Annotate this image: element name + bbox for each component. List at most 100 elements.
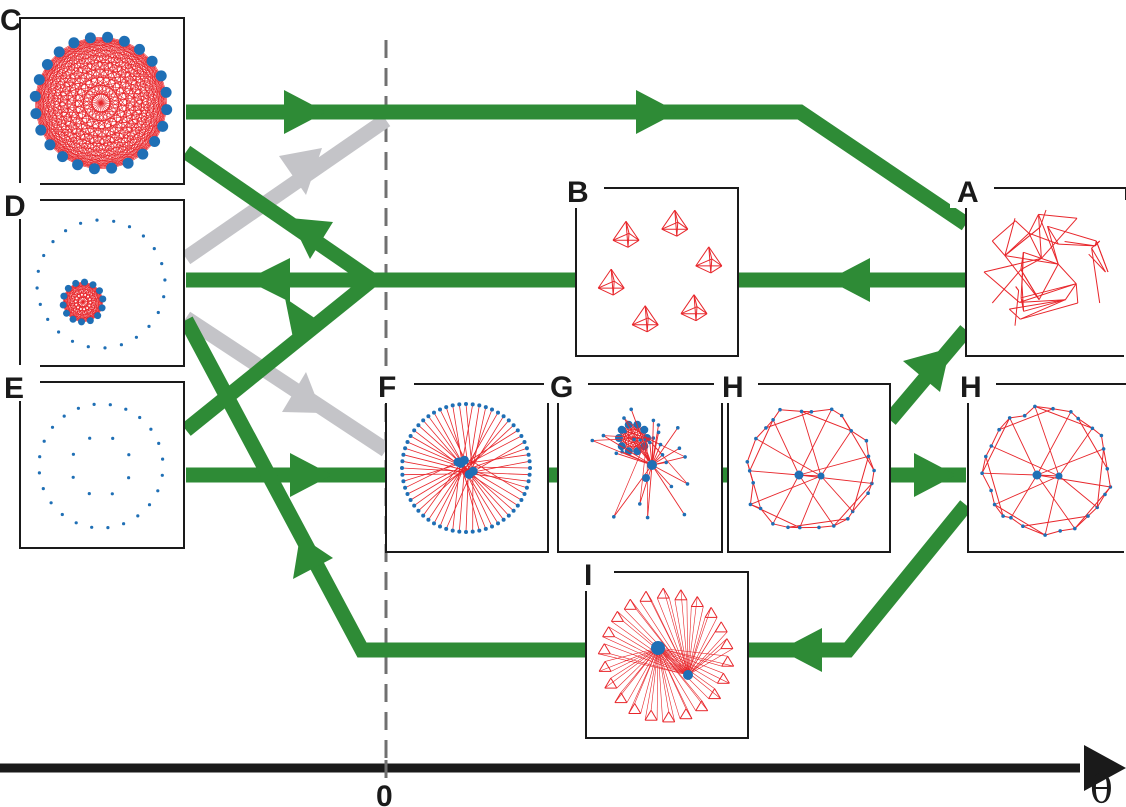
graph-node <box>745 460 750 464</box>
graph-edge <box>428 469 463 521</box>
graph-edge <box>49 41 125 145</box>
graph-node <box>41 59 53 70</box>
graph-node <box>477 528 482 533</box>
graph-node <box>683 455 687 459</box>
graph-edge <box>592 437 648 441</box>
graph-edge <box>646 437 661 445</box>
graph-node <box>468 466 478 476</box>
graph-edge <box>687 631 728 676</box>
zero-label: 0 <box>376 780 393 807</box>
graph-node <box>51 240 55 244</box>
graph-edge <box>994 475 1060 506</box>
graph-node <box>157 441 161 445</box>
graph-node <box>1043 533 1047 537</box>
graph-edge <box>592 440 653 466</box>
graph-edge <box>657 647 681 719</box>
graph-node <box>1105 467 1110 471</box>
graph-edge <box>657 597 689 676</box>
graph-edge <box>798 474 872 484</box>
graph-edge <box>711 258 723 267</box>
graph-node <box>511 423 516 428</box>
graph-edge <box>602 626 610 637</box>
graph-edge <box>49 92 167 146</box>
graph-node <box>866 454 871 459</box>
graph-node <box>829 407 834 412</box>
graph-edge <box>94 75 162 169</box>
graph-edge <box>81 290 100 323</box>
graph-edge <box>772 419 800 476</box>
graph-node <box>648 440 652 445</box>
graph-edge <box>687 606 692 676</box>
graph-edge <box>35 49 140 114</box>
graph-edge <box>107 37 167 93</box>
graph-edge <box>1004 226 1041 256</box>
graph-edge <box>35 49 140 97</box>
graph-node <box>522 440 527 444</box>
graph-edge <box>674 209 689 230</box>
graph-node <box>656 430 661 435</box>
graph-edge <box>63 304 98 316</box>
graph-node <box>786 525 790 530</box>
graph-edge <box>636 609 689 676</box>
graph-edge <box>1028 232 1059 245</box>
graph-edge <box>983 257 1042 273</box>
graph-edge <box>831 408 842 416</box>
graph-edge <box>798 409 833 476</box>
graph-node <box>997 427 1001 432</box>
graph-edge <box>124 41 167 93</box>
graph-edge <box>982 472 1038 476</box>
graph-edge <box>676 228 689 237</box>
graph-edge <box>407 465 465 495</box>
graph-edge <box>89 298 104 321</box>
graph-edge <box>469 405 480 463</box>
graph-edge <box>66 307 103 314</box>
graph-edge <box>445 406 465 463</box>
graph-node <box>36 269 40 273</box>
graph-edge <box>47 64 51 145</box>
graph-edge <box>868 456 875 471</box>
graph-edge <box>598 661 606 672</box>
graph-edge <box>608 626 616 637</box>
graph-edge <box>765 419 774 429</box>
graph-edge <box>124 41 162 77</box>
graph-edge <box>628 647 659 714</box>
graph-edge <box>621 424 638 447</box>
graph-node <box>137 148 149 160</box>
graph-node <box>72 159 84 171</box>
six-cliques-graph <box>597 209 723 333</box>
graph-edge <box>1024 406 1036 417</box>
graph-node <box>526 479 531 484</box>
graph-edge <box>798 455 869 476</box>
graph-edge <box>687 606 704 676</box>
graph-edge <box>1041 217 1078 259</box>
graph-node <box>799 409 804 414</box>
graph-edge <box>139 49 163 127</box>
graph-node <box>1069 410 1073 414</box>
graph-edge <box>639 464 653 505</box>
graph-edge <box>90 37 167 93</box>
graph-edge <box>62 281 85 306</box>
graph-node <box>88 163 100 175</box>
arrowhead-up-left-low <box>293 536 333 579</box>
graph-edge <box>62 92 167 157</box>
graph-edge <box>1044 530 1061 536</box>
graph-edge <box>466 412 499 468</box>
panel-I: I <box>574 555 749 739</box>
graph-node <box>152 247 156 251</box>
graph-node <box>134 335 138 339</box>
graph-edge <box>616 452 653 466</box>
graph-node <box>147 503 152 507</box>
graph-node <box>146 55 158 67</box>
graph-edge <box>72 290 100 320</box>
two-hubs-cliques-graph <box>597 587 735 723</box>
panel-label-G: G <box>550 371 573 404</box>
graph-edge <box>651 447 680 466</box>
graph-node <box>623 429 627 434</box>
graph-edge <box>749 470 754 483</box>
graph-edge <box>49 144 129 164</box>
graph-edge <box>630 409 653 466</box>
graph-edge <box>716 673 724 684</box>
panel-C: C <box>0 4 185 185</box>
graph-edge <box>610 677 618 689</box>
graph-node <box>798 525 802 530</box>
